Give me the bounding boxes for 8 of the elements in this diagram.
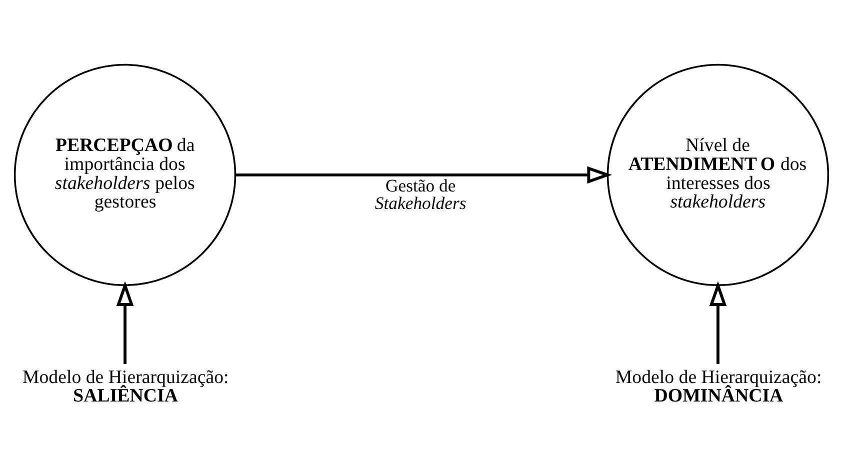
node-text: Modelo de Hierarquização: DOMINÂNCIA: [615, 366, 822, 406]
node-circle: Nível de ATENDIMENT O dos interesses dos stakeholders: [606, 63, 830, 286]
node-circle: PERCEPÇAO da importância dos stakeholders pelos gestores: [14, 63, 236, 286]
arrow: [709, 280, 727, 364]
arrow: [116, 280, 134, 364]
node-text: Modelo de Hierarquização: SALIÊNCIA: [22, 366, 229, 406]
arrow: [236, 166, 612, 184]
edge-label: Gestão de Stakeholders: [374, 174, 466, 213]
